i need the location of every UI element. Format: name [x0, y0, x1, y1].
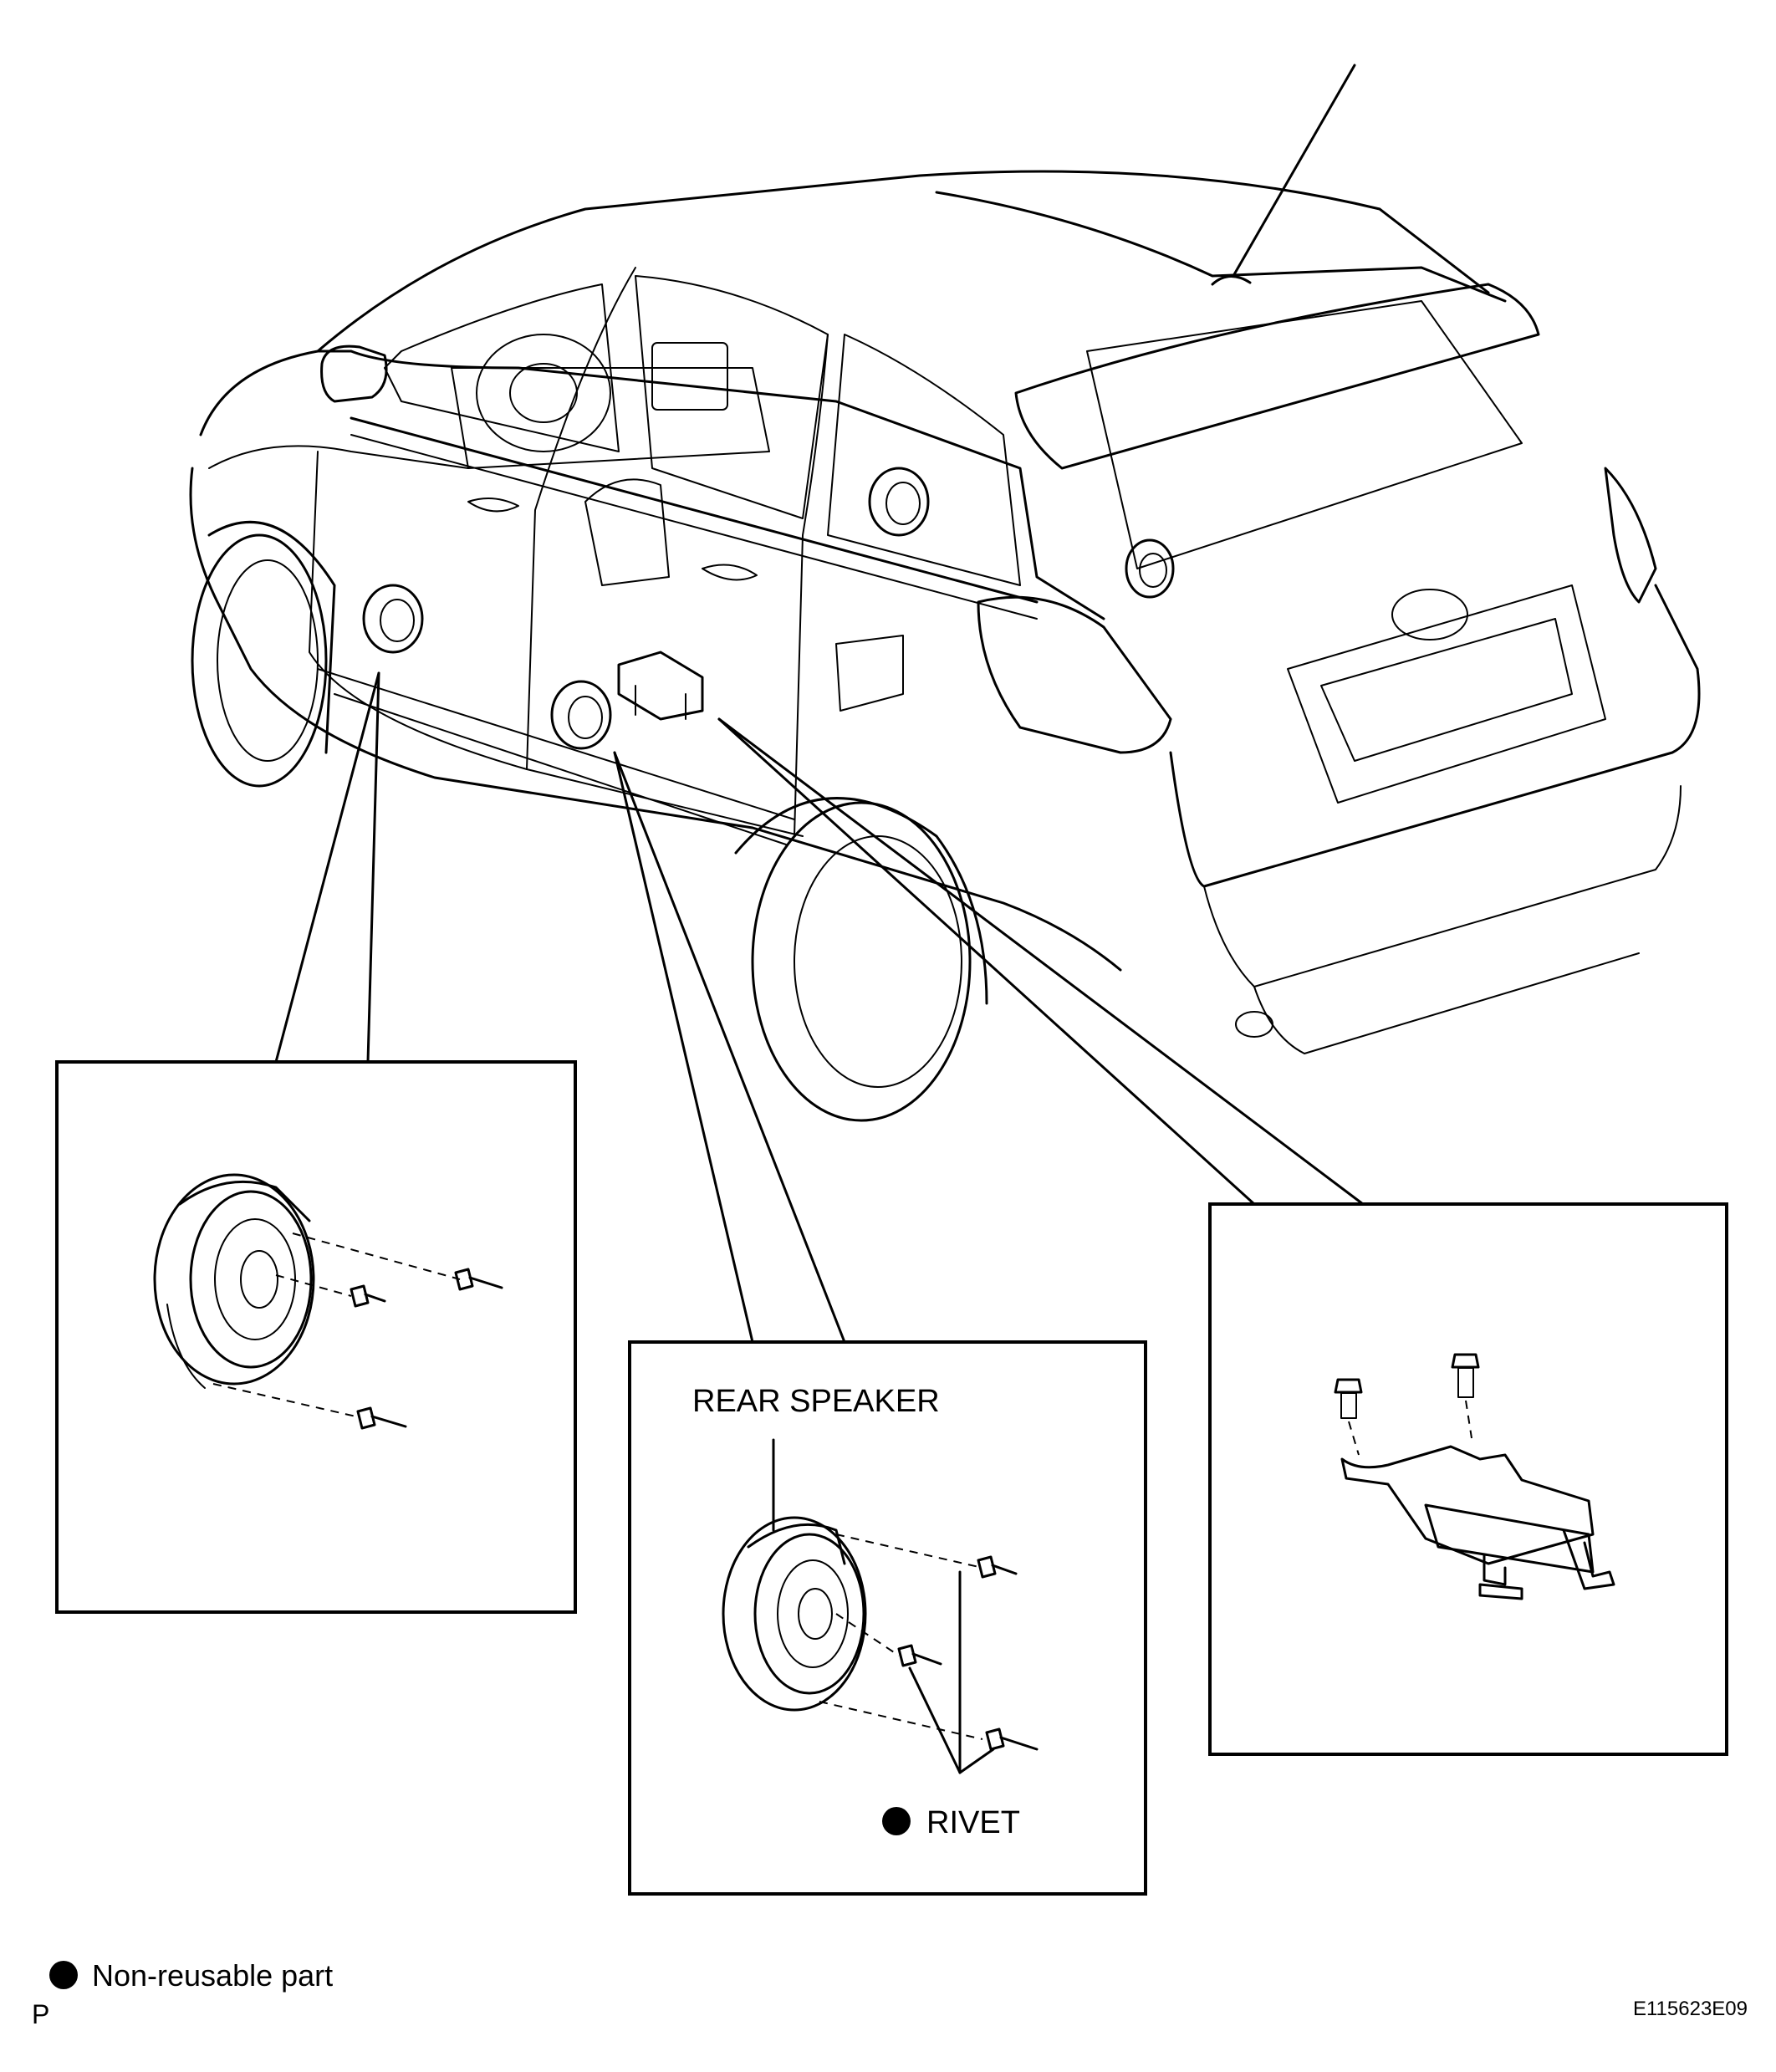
legend-non-reusable-icon [49, 1961, 78, 1989]
figure-code: E115623E09 [1633, 1998, 1748, 2020]
corner-letter: P [32, 1999, 49, 2029]
callout-leaders [274, 671, 1365, 1344]
speaker-rear-hatch-on-vehicle [1125, 538, 1175, 599]
rivet-front-3 [356, 1406, 407, 1430]
rear-speaker-label: REAR SPEAKER [692, 1384, 940, 1419]
rivet-leader-lines [908, 1570, 995, 1774]
rear-speaker-detail [722, 1516, 983, 1740]
non-reusable-marker-icon [882, 1807, 911, 1835]
speaker-front-door-on-vehicle [362, 584, 424, 654]
rivet-label: RIVET [926, 1805, 1020, 1840]
rivet-rear-3 [985, 1728, 1039, 1751]
detail-box-rear-speaker [628, 1340, 1147, 1896]
detail-box-front-speaker [55, 1060, 577, 1614]
speaker-rear-door-on-vehicle [550, 680, 612, 750]
rivet-rear-2 [897, 1644, 942, 1667]
rivet-rear-1 [977, 1555, 1018, 1579]
amplifier-on-vehicle [617, 651, 704, 721]
bolt-amplifier-1 [1334, 1378, 1363, 1456]
amplifier-detail [1340, 1445, 1615, 1600]
detail-box-amplifier [1208, 1202, 1728, 1756]
front-speaker-detail [153, 1173, 461, 1418]
rivet-front-1 [454, 1268, 503, 1291]
rivet-front-2 [350, 1284, 386, 1308]
bolt-amplifier-2 [1451, 1353, 1480, 1439]
speaker-rear-quarter-on-vehicle [868, 467, 930, 537]
vehicle-illustration [189, 64, 1701, 1122]
legend-non-reusable-label: Non-reusable part [92, 1958, 333, 1993]
